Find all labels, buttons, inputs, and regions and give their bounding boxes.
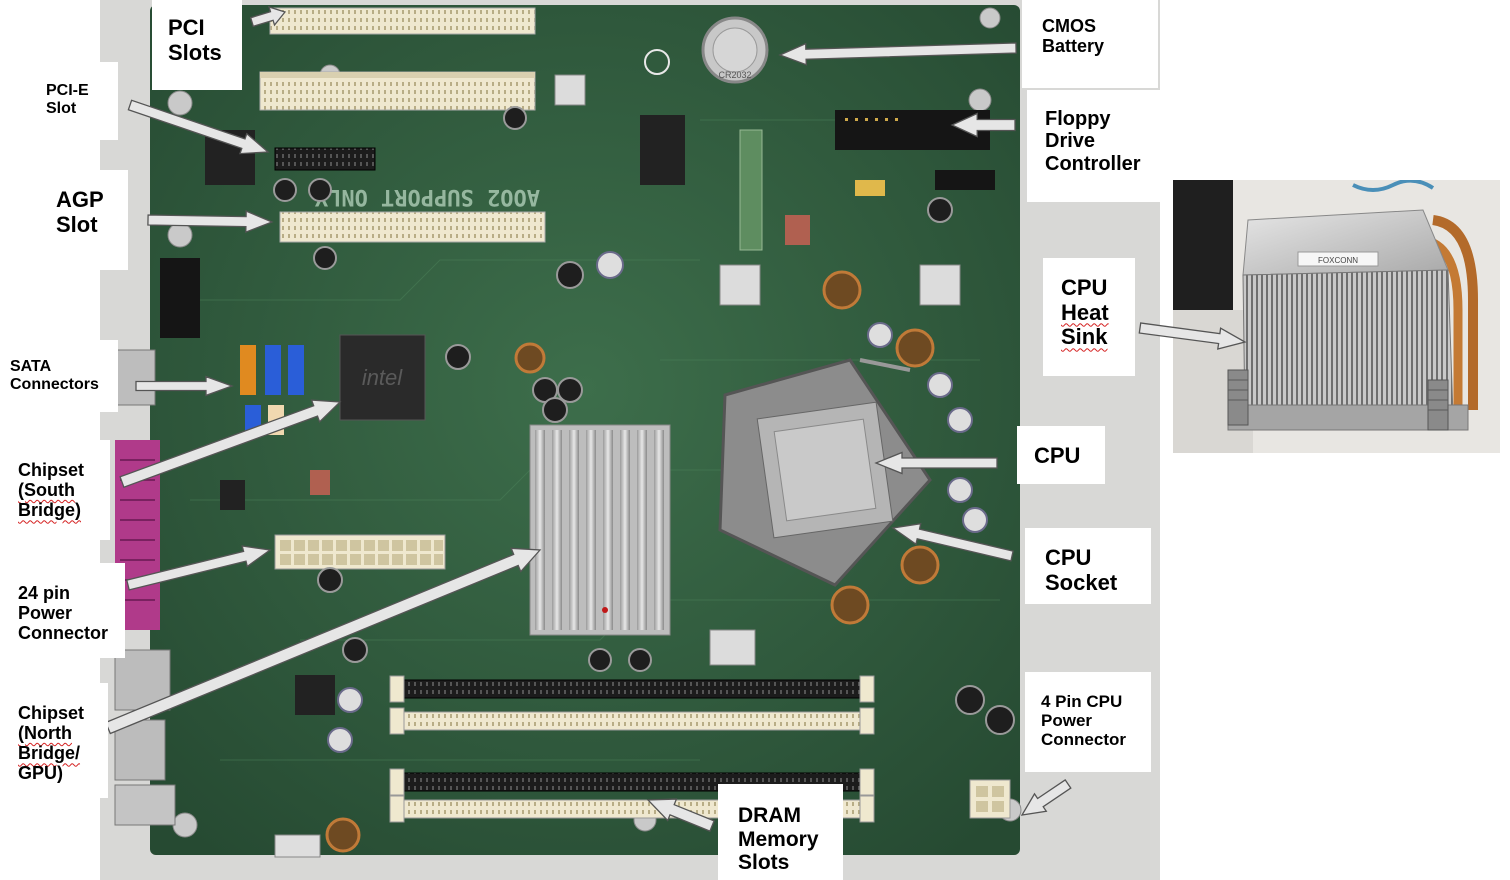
chip-brand: intel [362,365,403,390]
south-bridge-chip [339,334,426,421]
heat-sink-photo: FOXCONN [1173,180,1500,453]
board-silkscreen: AOO2 SUPPORT ONLY [314,184,540,209]
motherboard-photo: AOO2 SUPPORT ONLY CR2032 intel [100,0,1160,880]
cmos-marking: CR2032 [718,70,751,80]
label-cpu: CPU [1017,426,1105,484]
north-bridge-heatsink [529,424,671,636]
heatsink-sticker: FOXCONN [1318,256,1358,265]
